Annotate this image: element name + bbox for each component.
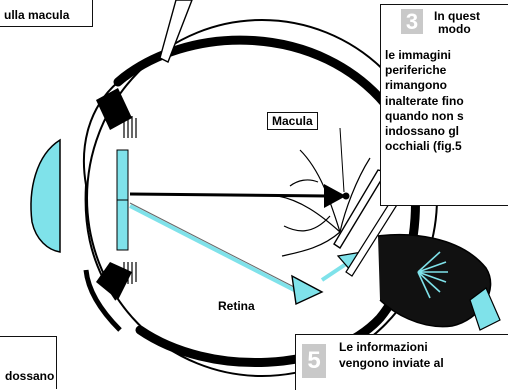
macula-label: Macula (267, 112, 318, 130)
callout-step-5-body: Le informazioni vengono inviate al (339, 341, 444, 373)
body-line: Le informazioni (339, 341, 444, 357)
step-number-badge: 3 (401, 9, 423, 34)
eyeglass-lens (31, 140, 60, 252)
body-line: inalterate fino (385, 95, 464, 110)
body-line: indossano gl (385, 125, 464, 140)
callout-top-left: ulla macula (0, 0, 93, 27)
macula-leader (340, 128, 344, 192)
heading-line: In quest (434, 10, 480, 23)
body-line: rimangono (385, 79, 464, 94)
callout-step-3-body: le immagini periferiche rimangono inalte… (385, 49, 464, 155)
heading-line: modo (434, 23, 480, 36)
step-number-badge: 5 (302, 344, 326, 378)
nerve-ray (322, 264, 346, 280)
central-ray-head (324, 184, 346, 208)
body-line: quando non s (385, 110, 464, 125)
retina-label: Retina (218, 299, 255, 313)
callout-step-3: 3 In quest modo le immagini periferiche … (380, 4, 508, 206)
eyeball-inner-wall (118, 40, 415, 362)
callout-bottom-left: dossano (0, 336, 57, 389)
callout-top-left-text: ulla macula (4, 9, 69, 22)
body-line: periferiche (385, 64, 464, 79)
central-ray (130, 194, 328, 196)
peripheral-ray-head (292, 276, 322, 304)
callout-step-3-heading: In quest modo (434, 10, 480, 35)
callout-bottom-left-text: dossano (5, 370, 54, 383)
body-line: le immagini (385, 49, 464, 64)
body-line: occhiali (fig.5 (385, 140, 464, 155)
iris-upper (96, 88, 132, 130)
peripheral-ray (130, 206, 298, 292)
body-line: vengono inviate al (339, 357, 444, 373)
